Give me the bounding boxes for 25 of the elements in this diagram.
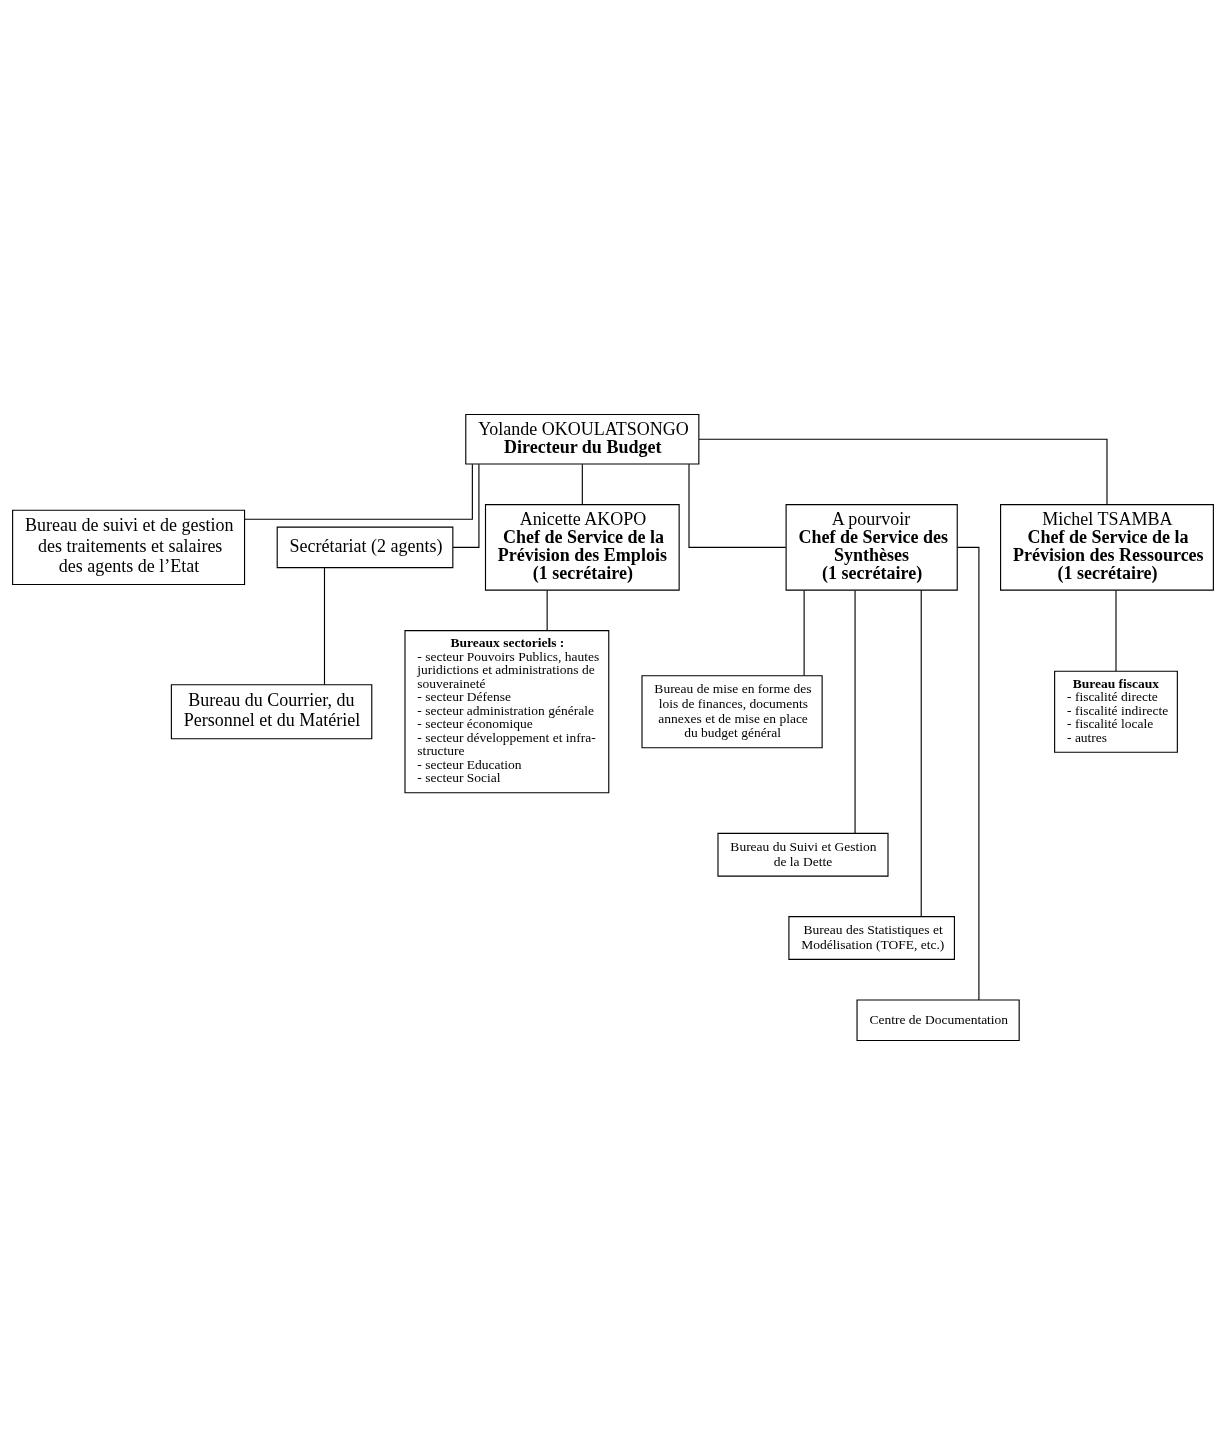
connector: [452, 463, 480, 548]
connector: [920, 589, 922, 918]
node-box: Centre de Documentation: [856, 999, 1020, 1042]
node-box: Bureaux sectoriels : - secteur Pouvoirs Publics, hautes juridictions et administrations de souveraineté - secteur Défense - secteur administration générale - secteur économique - secteur développement et infra-structure - secteur Education - secteur Social: [404, 630, 610, 794]
connector: [546, 590, 548, 632]
connector: [698, 438, 1108, 505]
connector: [323, 567, 326, 686]
node-box: Bureau des Statistiques et Modélisation (TOFE, etc.): [788, 916, 955, 960]
node-box: A pourvoir Chef de Service des Synthèses (1 secrétaire): [785, 504, 958, 591]
node-box: Secrétariat (2 agents): [276, 526, 454, 569]
connector: [244, 463, 473, 520]
connector: [803, 590, 805, 677]
node-box: Yolande OKOULATSONGO Directeur du Budget: [465, 413, 700, 465]
connector: [854, 589, 856, 834]
connector: [957, 546, 980, 1001]
node-box: Bureau de mise en forme des lois de finances, documents annexes et de mise en place du budget général: [641, 675, 823, 749]
connector: [1115, 590, 1117, 672]
connector: [581, 463, 583, 505]
node-box: Anicette AKOPO Chef de Service de la Prévision des Emplois (1 secrétaire): [484, 504, 680, 591]
node-box: Bureau du Courrier, du Personnel et du Matériel: [170, 684, 373, 740]
node-box: Bureau de suivi et de gestion des traitements et salaires des agents de l’Etat: [12, 509, 246, 586]
connector: [688, 463, 787, 548]
node-box: Bureau fiscaux - fiscalité directe - fiscalité indirecte - fiscalité locale - autres: [1054, 670, 1178, 753]
node-box: Michel TSAMBA Chef de Service de la Prévision des Ressources (1 secrétaire): [1000, 504, 1214, 591]
node-box: Bureau du Suivi et Gestion de la Dette: [717, 832, 889, 877]
